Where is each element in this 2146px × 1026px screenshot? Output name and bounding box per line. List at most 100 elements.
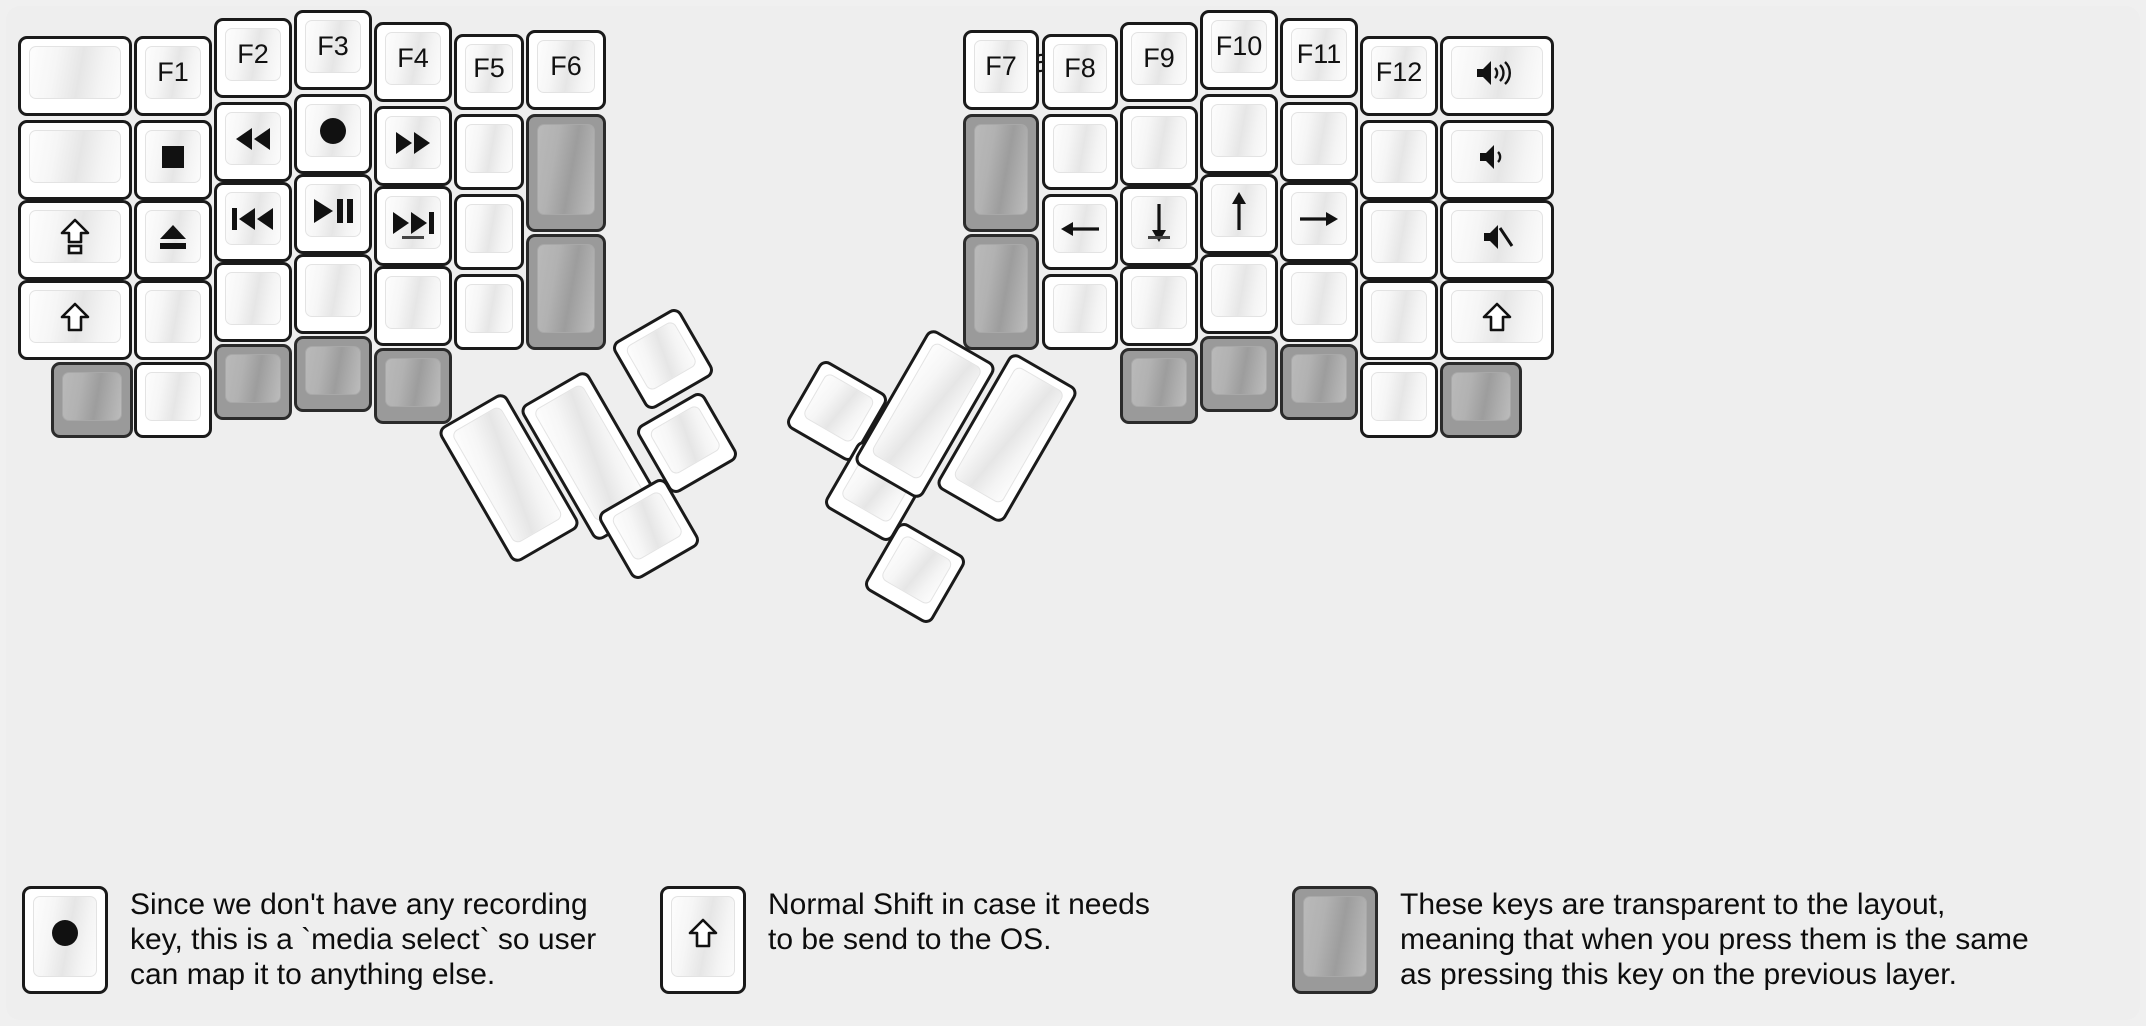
key-right-c3-down-arrow[interactable]: [1120, 186, 1198, 266]
key-left-c4-record[interactable]: [294, 94, 372, 174]
keycap-surface: [879, 533, 954, 607]
key-right-c5-r2[interactable]: [1280, 102, 1358, 182]
keycap-surface: [1371, 46, 1427, 99]
key-right-c6-r3[interactable]: [1360, 200, 1438, 280]
keycap-surface: [1371, 130, 1427, 183]
keycap-surface: [385, 196, 441, 249]
keycap-surface: [1131, 276, 1187, 329]
keycap-surface: [610, 489, 685, 563]
key-right-c3-r5-transparent[interactable]: [1120, 348, 1198, 424]
keycap-surface: [1291, 112, 1347, 165]
key-right-c6-r4[interactable]: [1360, 280, 1438, 360]
keycap-surface: [465, 204, 513, 253]
keycap-surface: [465, 284, 513, 333]
key-right-c3-f9[interactable]: F9: [1120, 22, 1198, 102]
key-left-c4-playpause[interactable]: [294, 174, 372, 254]
keycap-surface: [1211, 20, 1267, 73]
keycap-surface: [145, 210, 201, 263]
legend: Since we don't have any recording key, t…: [0, 884, 2146, 1026]
key-right-c7-shift[interactable]: [1440, 280, 1554, 360]
key-right-c4-f10[interactable]: F10: [1200, 10, 1278, 90]
key-right-c3-r2[interactable]: [1120, 106, 1198, 186]
keycap-surface: [145, 290, 201, 343]
key-left-c6-r4[interactable]: [454, 274, 524, 350]
key-left-c6-r3[interactable]: [454, 194, 524, 270]
legend-key-sample: [660, 886, 746, 994]
keycap-surface: [1291, 192, 1347, 245]
key-left-c1-r3-shift-lock[interactable]: [18, 200, 132, 280]
key-right-c1-f7[interactable]: F7: [963, 30, 1039, 110]
legend-description: These keys are transparent to the layout…: [1400, 888, 2029, 991]
key-left-c1-r4-shift[interactable]: [18, 280, 132, 360]
keycap-surface: [1451, 290, 1543, 343]
key-left-c7-r3-transparent[interactable]: [526, 234, 606, 350]
key-right-c5-right-arrow[interactable]: [1280, 182, 1358, 262]
key-right-c2-f8[interactable]: F8: [1042, 34, 1118, 110]
key-right-c3-r4[interactable]: [1120, 266, 1198, 346]
key-left-c3-r4[interactable]: [214, 262, 292, 342]
key-left-c5-next[interactable]: [374, 186, 452, 266]
keycap-surface: [29, 290, 121, 343]
keycap-surface: [1451, 46, 1543, 99]
keycap-surface: [305, 264, 361, 317]
key-left-c3-r5-transparent[interactable]: [214, 344, 292, 420]
keycap-surface: [305, 184, 361, 237]
key-right-c6-r2[interactable]: [1360, 120, 1438, 200]
key-left-c1-r1[interactable]: [18, 36, 132, 116]
record-dot-icon: [52, 919, 78, 954]
keycap-surface: [1211, 264, 1267, 317]
key-left-c4-f3[interactable]: F3: [294, 10, 372, 90]
keycap-surface: [225, 112, 281, 165]
key-left-c5-f4[interactable]: F4: [374, 22, 452, 102]
keycap-surface: [1211, 104, 1267, 157]
key-left-c2-r5[interactable]: [134, 362, 212, 438]
key-left-c5-r5-transparent[interactable]: [374, 348, 452, 424]
key-right-c5-f11[interactable]: F11: [1280, 18, 1358, 98]
key-left-c7-f6[interactable]: F6: [526, 30, 606, 110]
legend-item-3: These keys are transparent to the layout…: [1292, 886, 2029, 994]
key-left-c1-r5-transparent[interactable]: [51, 362, 133, 438]
key-left-c2-eject[interactable]: [134, 200, 212, 280]
keycap-surface: [145, 46, 201, 99]
key-right-c1-r2-transparent[interactable]: [963, 114, 1039, 232]
homing-bump-indicator: [402, 236, 424, 239]
key-left-c2-f1[interactable]: F1: [134, 36, 212, 116]
key-right-c2-r4[interactable]: [1042, 274, 1118, 350]
key-left-c2-r4[interactable]: [134, 280, 212, 360]
keycap-surface: [801, 371, 876, 445]
key-left-c4-r5-transparent[interactable]: [294, 336, 372, 412]
key-right-c7-volume-down[interactable]: [1440, 120, 1554, 200]
key-right-c7-r5-transparent[interactable]: [1440, 362, 1522, 438]
key-right-c4-r4[interactable]: [1200, 254, 1278, 334]
key-right-c7-volume-up[interactable]: [1440, 36, 1554, 116]
key-left-c5-r4[interactable]: [374, 266, 452, 346]
keycap-surface: [1451, 372, 1511, 421]
key-right-c5-r4[interactable]: [1280, 262, 1358, 342]
key-left-c3-f2[interactable]: F2: [214, 18, 292, 98]
key-right-c4-r5-transparent[interactable]: [1200, 336, 1278, 412]
key-left-c5-fastfwd[interactable]: [374, 106, 452, 186]
key-right-c4-r2[interactable]: [1200, 94, 1278, 174]
keycap-surface: [1131, 116, 1187, 169]
key-left-c3-rewind[interactable]: [214, 102, 292, 182]
key-right-c1-r3-transparent[interactable]: [963, 234, 1039, 350]
keycap-surface: [225, 272, 281, 325]
key-right-c7-mute[interactable]: [1440, 200, 1554, 280]
key-left-c3-prev[interactable]: [214, 182, 292, 262]
key-left-c7-r2-transparent[interactable]: [526, 114, 606, 232]
key-left-c6-f5[interactable]: F5: [454, 34, 524, 110]
key-right-c6-r5[interactable]: [1360, 362, 1438, 438]
key-right-c5-r5-transparent[interactable]: [1280, 344, 1358, 420]
key-left-c2-stop[interactable]: [134, 120, 212, 200]
key-right-c2-left-arrow[interactable]: [1042, 194, 1118, 270]
keycap-surface: [305, 20, 361, 73]
key-right-c4-up-arrow[interactable]: [1200, 174, 1278, 254]
keycap-surface: [1291, 354, 1347, 403]
key-left-c6-r2[interactable]: [454, 114, 524, 190]
key-right-c6-f12[interactable]: F12: [1360, 36, 1438, 116]
key-right-c2-r2[interactable]: [1042, 114, 1118, 190]
key-left-c1-r2[interactable]: [18, 120, 132, 200]
keycap-surface: [465, 124, 513, 173]
key-left-c4-r4[interactable]: [294, 254, 372, 334]
legend-key-sample: [1292, 886, 1378, 994]
